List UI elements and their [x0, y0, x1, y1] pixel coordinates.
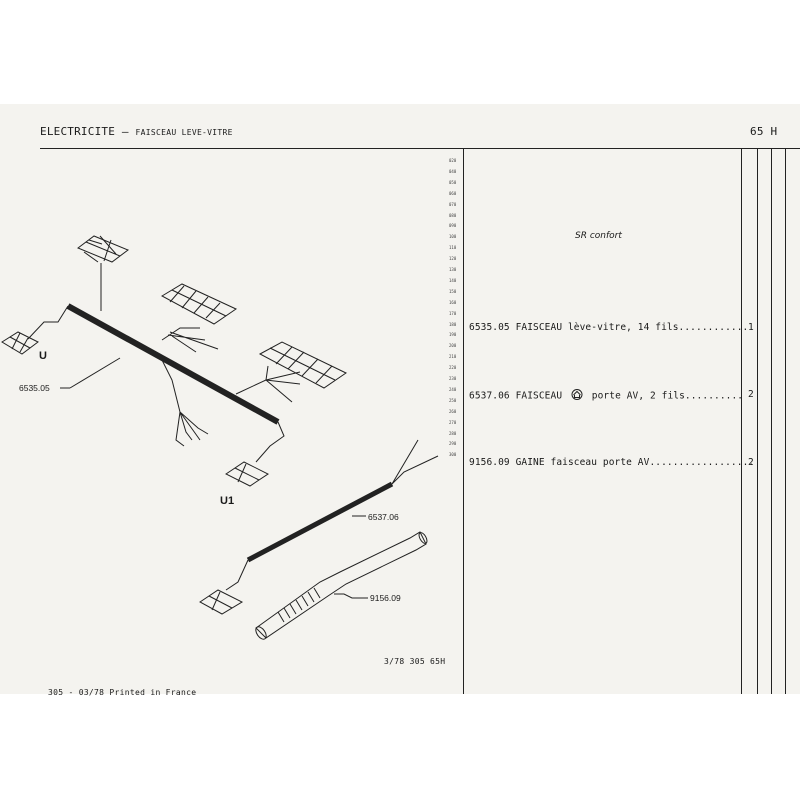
part-qty: 1: [748, 322, 754, 333]
label-u: U: [39, 350, 47, 362]
callout-6535: 6535.05: [19, 383, 50, 393]
ruler-number: 260: [449, 408, 457, 414]
part-qty: 2: [748, 457, 754, 468]
part-ref: 6537.06: [469, 390, 510, 402]
column-line-4: [785, 148, 786, 694]
ruler-number: 100: [449, 234, 457, 240]
footer-code: 3/78 305 65H: [384, 657, 446, 666]
connector-top: [76, 235, 130, 311]
part-ref: 9156.09: [469, 457, 510, 468]
ruler-number: 080: [449, 212, 457, 218]
page-reference: 65 H: [750, 125, 778, 138]
diagram-column-divider: [463, 148, 464, 694]
ruler-number: 200: [449, 343, 457, 349]
part-desc: faisceau porte AV: [550, 457, 650, 468]
catalog-sheet: [0, 104, 800, 694]
ruler-number: 040: [449, 168, 457, 174]
footer-printed: 305 - 03/78 Printed in France: [48, 688, 197, 697]
ruler-number: 150: [449, 288, 457, 294]
ruler-number: 300: [449, 452, 457, 458]
part-name: FAISCEAU: [515, 390, 563, 402]
part-dots: ............: [678, 322, 749, 333]
callout-6537: 6537.06: [368, 512, 399, 522]
part-row: 9156.09 GAINE faisceau porte AV.........…: [469, 457, 754, 468]
ruler-number: 170: [449, 310, 457, 316]
ruler-number: 050: [449, 179, 457, 185]
ruler-number: 180: [449, 321, 457, 327]
door-harness: [246, 481, 394, 563]
ruler-number: 240: [449, 386, 457, 392]
part-desc: lève-vitre, 14 fils: [567, 322, 679, 333]
title-separator: –: [121, 125, 129, 138]
ruler-number: 130: [449, 267, 457, 272]
header-rule: [40, 148, 800, 149]
ruler-number: 290: [449, 441, 457, 447]
qty-column-divider: [741, 148, 742, 694]
ruler-number: 060: [449, 190, 457, 196]
part-ref: 6535.05: [469, 322, 510, 333]
column-line-3: [771, 148, 772, 694]
ruler-number: 020: [449, 158, 457, 163]
leader-6535: [69, 357, 121, 389]
ruler-number: 230: [449, 376, 457, 381]
connector-door: [199, 589, 244, 615]
ruler-number: 210: [449, 354, 457, 360]
part-qty: 2: [748, 389, 754, 400]
terminal-branch: [161, 359, 209, 447]
callout-9156: 9156.09: [370, 593, 401, 603]
part-name: GAINE: [515, 457, 545, 468]
ruler-number: 090: [449, 223, 457, 229]
ruler-number: 190: [449, 332, 457, 338]
ruler-number: 280: [449, 430, 457, 436]
sleeve-gaine: [255, 531, 428, 640]
ruler-number: 270: [449, 419, 457, 425]
connector-right: [235, 341, 347, 403]
ruler-number: 160: [449, 299, 457, 305]
part-row: 6535.05 FAISCEAU lève-vitre, 14 fils....…: [469, 322, 748, 333]
column-line-2: [757, 148, 758, 694]
ruler-number: 070: [449, 201, 457, 207]
ruler-number: 120: [449, 256, 457, 262]
connector-middle: [160, 283, 238, 353]
part-desc: porte AV, 2 fils: [591, 390, 685, 402]
main-harness-trunk: [66, 303, 280, 425]
section-name: ELECTRICITE: [40, 125, 116, 138]
part-name: FAISCEAU: [515, 322, 563, 333]
connector-u: [1, 305, 69, 355]
section-subtitle: FAISCEAU LEVE-VITRE: [135, 128, 233, 137]
ruler-number: 220: [449, 365, 457, 371]
variant-label: SR confort: [575, 231, 622, 241]
ruler-number: 140: [449, 277, 457, 283]
ruler-number: 250: [449, 397, 457, 403]
part-row: 6537.06 FAISCEAU porte AV, 2 fils.......…: [469, 389, 743, 403]
connector-u1: [225, 421, 285, 487]
ruler-number: 110: [449, 245, 457, 251]
door-icon: [571, 389, 583, 403]
label-u1: U1: [220, 495, 235, 507]
part-dots: ..........: [684, 390, 744, 402]
section-title: ELECTRICITE – FAISCEAU LEVE-VITRE: [40, 125, 233, 138]
part-dots: ..................: [649, 457, 755, 468]
